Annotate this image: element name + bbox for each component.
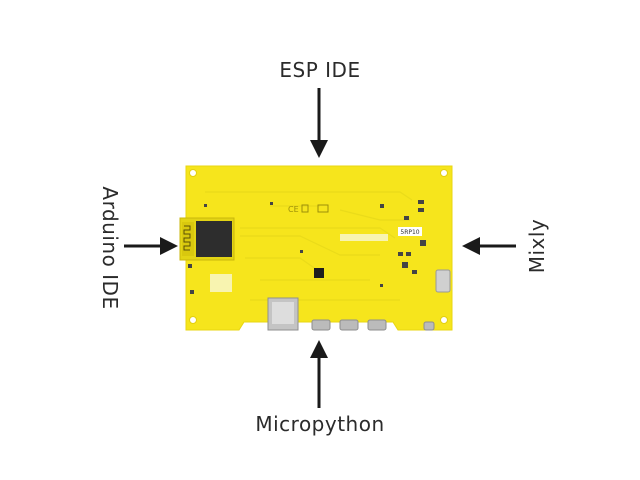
button-icon (423, 321, 435, 331)
chip-icon (314, 268, 324, 278)
connector-1-icon (311, 319, 331, 331)
silkscreen-mark: 5RP10 (400, 229, 419, 236)
wifi-module-icon (179, 217, 235, 261)
label-arduino-ide: Arduino IDE (98, 186, 122, 310)
arrow-right (462, 237, 516, 255)
arrow-top (310, 88, 328, 158)
label-mixly: Mixly (525, 218, 549, 274)
sd-card-slot-icon (267, 297, 299, 331)
label-micropython: Micropython (255, 412, 385, 436)
arrow-left (124, 237, 178, 255)
esp32-display-board: 5RP10 CE (179, 165, 453, 331)
ce-mark-icon: CE (288, 205, 299, 214)
connector-3-icon (367, 319, 387, 331)
arrow-bottom (310, 340, 328, 408)
usb-c-port-icon (435, 269, 451, 293)
label-esp-ide: ESP IDE (279, 58, 361, 82)
connector-2-icon (339, 319, 359, 331)
